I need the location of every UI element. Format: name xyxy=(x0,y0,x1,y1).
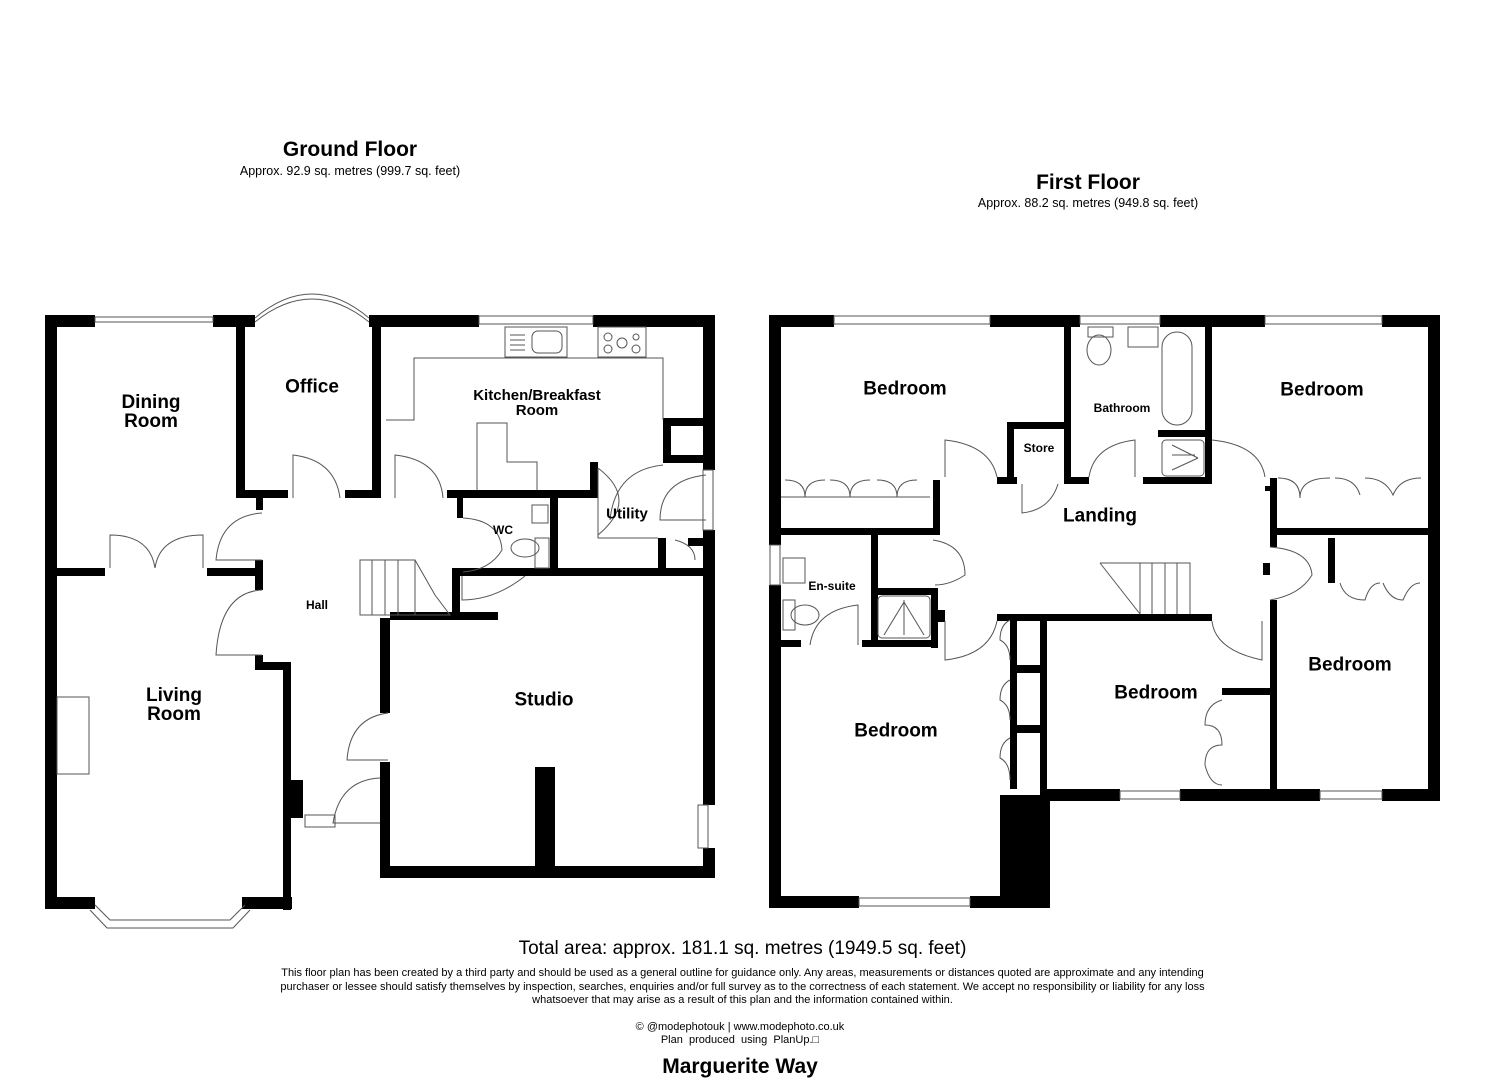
ground-floor-area: Approx. 92.9 sq. metres (999.7 sq. feet) xyxy=(239,164,461,178)
room-label-bedroom-top-left: Bedroom xyxy=(863,378,947,400)
disclaimer-text: This floor plan has been created by a th… xyxy=(280,967,1205,1006)
room-label-bedroom-bottom-left: Bedroom xyxy=(854,720,938,742)
room-label-bedroom-middle: Bedroom xyxy=(1114,682,1198,704)
room-label-wc: WC xyxy=(493,523,513,537)
room-label-studio: Studio xyxy=(514,689,574,711)
room-label-utility: Utility xyxy=(606,505,648,523)
room-label-bathroom: Bathroom xyxy=(1093,401,1151,415)
room-label-hall: Hall xyxy=(305,598,329,612)
first-floor-area: Approx. 88.2 sq. metres (949.8 sq. feet) xyxy=(977,196,1199,210)
property-address: Marguerite Way xyxy=(662,1055,818,1078)
first-floor-fixtures xyxy=(769,315,1422,907)
room-label-kitchen: Kitchen/Breakfast Room xyxy=(473,387,601,419)
credit-line-2: Plan produced using PlanUp.□ xyxy=(660,1034,820,1046)
room-label-landing: Landing xyxy=(1063,505,1137,527)
credit-line-1: © @modephotouk | www.modephoto.co.uk xyxy=(635,1021,845,1033)
room-label-bedroom-right: Bedroom xyxy=(1308,654,1392,676)
room-label-living-room: Living Room xyxy=(146,685,202,725)
room-label-en-suite: En-suite xyxy=(808,579,856,593)
room-label-bedroom-top-right: Bedroom xyxy=(1280,379,1364,401)
total-area: Total area: approx. 181.1 sq. metres (19… xyxy=(518,938,967,959)
ground-floor-walls xyxy=(45,315,715,910)
first-floor-walls xyxy=(769,315,1440,908)
ground-floor-fixtures xyxy=(56,293,714,929)
first-floor-title: First Floor xyxy=(1036,171,1140,194)
room-label-dining-room: Dining Room xyxy=(121,392,181,432)
room-label-store: Store xyxy=(1023,441,1055,455)
ground-floor-title: Ground Floor xyxy=(282,138,418,161)
room-label-office: Office xyxy=(285,376,339,398)
